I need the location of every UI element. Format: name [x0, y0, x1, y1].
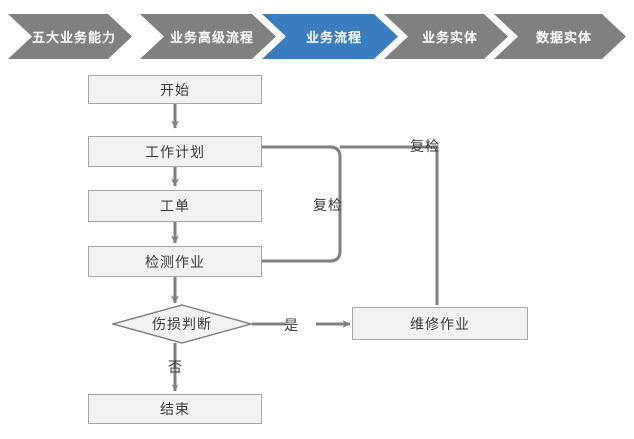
- breadcrumb-item-3[interactable]: 业务实体: [384, 14, 508, 59]
- breadcrumb-label-1: 业务高级流程: [169, 30, 254, 45]
- diamond-shape: [110, 304, 254, 344]
- breadcrumb: 五大业务能力 业务高级流程 业务流程 业务实体 数据实体: [0, 14, 634, 59]
- breadcrumb-item-1[interactable]: 业务高级流程: [140, 14, 276, 59]
- node-end-label: 结束: [160, 401, 190, 417]
- breadcrumb-label-2: 业务流程: [305, 30, 362, 45]
- edge-recheck-inner: [181, 143, 342, 263]
- node-repair-label: 维修作业: [410, 315, 470, 332]
- node-start[interactable]: 开始: [88, 75, 262, 104]
- breadcrumb-label-0: 五大业务能力: [31, 30, 116, 45]
- breadcrumb-shapes: [8, 14, 626, 59]
- node-repair[interactable]: 维修作业: [352, 307, 528, 340]
- breadcrumb-label-4: 数据实体: [535, 30, 592, 45]
- node-work-plan[interactable]: 工作计划: [88, 136, 262, 167]
- node-damage-decision[interactable]: 伤损判断: [110, 304, 254, 344]
- breadcrumb-item-4[interactable]: 数据实体: [494, 14, 626, 59]
- node-inspection-label: 检测作业: [145, 253, 205, 270]
- node-inspection[interactable]: 检测作业: [88, 246, 262, 277]
- branch-yes-text: 是: [284, 317, 299, 333]
- branch-no-text: 否: [168, 359, 183, 375]
- edge-label-branch-yes: 是: [284, 315, 299, 335]
- recheck-inner-text: 复检: [313, 197, 343, 213]
- node-work-plan-label: 工作计划: [145, 143, 205, 160]
- breadcrumb-label-3: 业务实体: [421, 30, 478, 45]
- edge-label-recheck-outer: 复检: [410, 136, 440, 156]
- node-end[interactable]: 结束: [88, 394, 262, 424]
- breadcrumb-item-0[interactable]: 五大业务能力: [8, 14, 132, 59]
- node-work-order-label: 工单: [160, 198, 190, 214]
- breadcrumb-item-2[interactable]: 业务流程: [262, 14, 398, 59]
- recheck-outer-text: 复检: [410, 138, 440, 154]
- node-work-order[interactable]: 工单: [88, 190, 262, 222]
- edge-recheck-outer: [340, 145, 439, 305]
- edge-label-branch-no: 否: [168, 357, 183, 377]
- node-start-label: 开始: [160, 81, 190, 98]
- edge-label-recheck-inner: 复检: [313, 195, 343, 215]
